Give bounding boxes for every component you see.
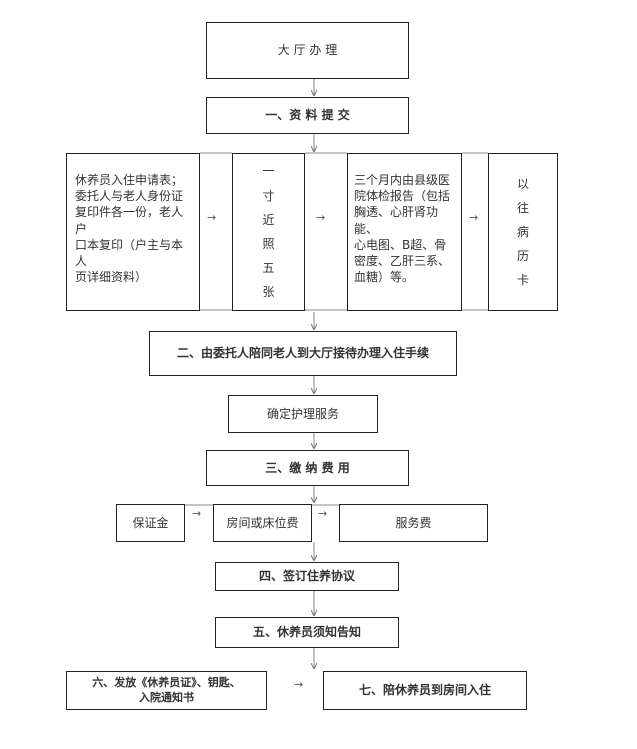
hall-box: 大 厅 办 理 [206, 22, 409, 79]
step4-box: 四、签订住养协议 [215, 562, 399, 591]
step3-box: 三、缴 纳 费 用 [206, 450, 409, 486]
photo-char: 近 [262, 212, 275, 227]
step1-label: 一、资 料 提 交 [265, 108, 350, 123]
records-char: 卡 [516, 273, 529, 288]
arrow-materials-3: → [469, 211, 479, 224]
photo-box: 一 寸 近 照 五 张 [232, 153, 305, 311]
arrow-fee-1: → [192, 507, 202, 520]
arrow-materials-2: → [316, 211, 326, 224]
service-fee-label: 服务费 [395, 515, 432, 530]
step2-label: 二、由委托人陪同老人到大厅接待办理入住手续 [176, 346, 429, 361]
application-materials-box: 休养员入住申请表； 委托人与老人身份证 复印件各一份，老人户 口本复印（户主与本… [66, 153, 200, 311]
step5-label: 五、休养员须知告知 [252, 625, 361, 640]
deposit-label: 保证金 [132, 515, 169, 530]
arrow-fee-2: → [318, 507, 328, 520]
confirm-care-box: 确定护理服务 [228, 395, 378, 433]
step2-box: 二、由委托人陪同老人到大厅接待办理入住手续 [149, 331, 457, 376]
room-fee-label: 房间或床位费 [226, 515, 299, 530]
step7-label: 七、陪休养员到房间入住 [358, 683, 491, 698]
step5-box: 五、休养员须知告知 [215, 617, 399, 648]
photo-char: 五 [262, 261, 275, 276]
records-char: 以 [516, 176, 529, 191]
medical-records-box: 以 往 病 历 卡 [488, 153, 558, 311]
records-char: 历 [516, 249, 529, 264]
application-materials-text: 休养员入住申请表； 委托人与老人身份证 复印件各一份，老人户 口本复印（户主与本… [75, 173, 184, 285]
step1-box: 一、资 料 提 交 [206, 97, 409, 134]
step4-label: 四、签订住养协议 [258, 569, 355, 584]
step6-label: 六、发放《休养员证》、钥匙、 入院通知书 [92, 676, 241, 704]
records-char: 往 [516, 200, 529, 215]
photo-char: 一 [262, 164, 275, 179]
photo-char: 寸 [262, 188, 275, 203]
photo-char: 照 [262, 237, 275, 251]
arrow-materials-1: → [207, 211, 217, 224]
step3-label: 三、缴 纳 费 用 [265, 460, 350, 475]
checkup-report-box: 三个月内由县级医 院体检报告（包括 胸透、心肝肾功能、 心电图、B超、骨 密度、… [347, 153, 462, 311]
checkup-report-text: 三个月内由县级医 院体检报告（包括 胸透、心肝肾功能、 心电图、B超、骨 密度、… [354, 173, 451, 285]
room-fee-box: 房间或床位费 [213, 504, 312, 542]
service-fee-box: 服务费 [339, 504, 488, 542]
step7-box: 七、陪休养员到房间入住 [323, 671, 527, 710]
step6-box: 六、发放《休养员证》、钥匙、 入院通知书 [66, 671, 267, 710]
confirm-care-label: 确定护理服务 [266, 406, 339, 421]
deposit-box: 保证金 [116, 504, 185, 542]
records-char: 病 [516, 224, 529, 239]
hall-label: 大 厅 办 理 [277, 43, 338, 58]
arrow-step6-to-step7: → [294, 678, 304, 691]
photo-char: 张 [262, 285, 275, 300]
